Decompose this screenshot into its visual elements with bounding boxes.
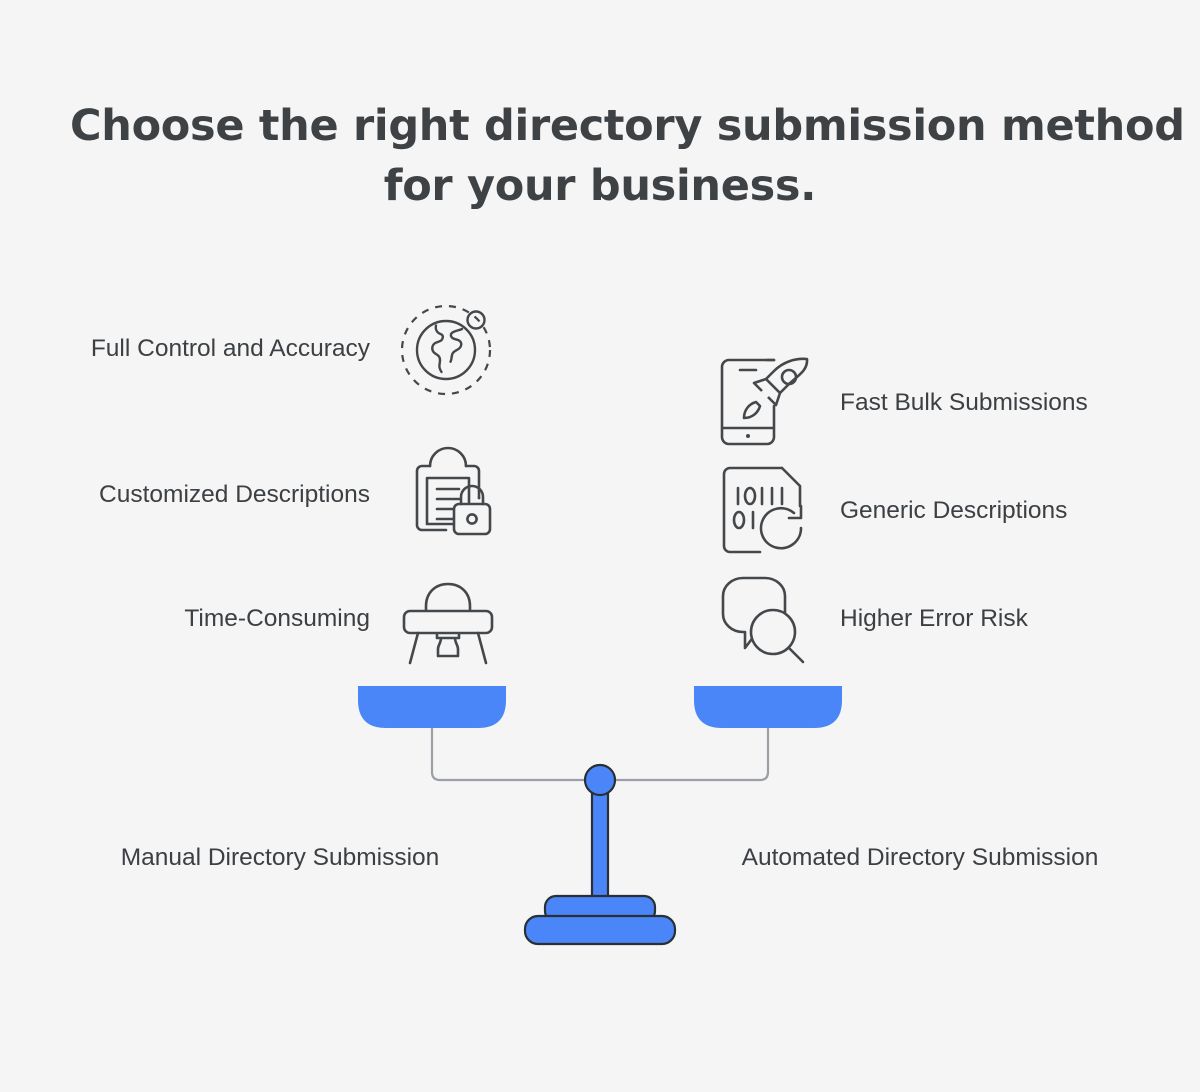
feature-item-full-control: Full Control and Accuracy [60,296,500,400]
desk-chair-icon [396,566,500,670]
feature-label: Generic Descriptions [840,496,1068,524]
feature-label: Higher Error Risk [840,604,1028,632]
feature-item-fast-bulk-submissions: Fast Bulk Submissions [712,350,1182,454]
title-line-2: for your business. [383,161,817,211]
clipboard-lock-icon [396,442,500,546]
speech-bubble-magnifier-icon [712,566,816,670]
left-pan-label: Manual Directory Submission [120,844,440,871]
title-line-1: Choose the right directory submission me… [70,101,1185,151]
balance-scale-graphic [340,676,860,951]
feature-label: Full Control and Accuracy [90,334,370,362]
globe-orbit-icon [396,296,500,400]
phone-rocket-icon [712,350,816,454]
right-pan-label: Automated Directory Submission [741,844,1099,871]
feature-item-higher-error-risk: Higher Error Risk [712,566,1182,670]
feature-item-customized-descriptions: Customized Descriptions [60,442,500,546]
page-title: Choose the right directory submission me… [0,96,1200,216]
feature-label: Time-Consuming [184,604,370,632]
feature-item-time-consuming: Time-Consuming [60,566,500,670]
feature-item-generic-descriptions: Generic Descriptions [712,458,1182,562]
feature-label: Customized Descriptions [99,480,370,508]
feature-label: Fast Bulk Submissions [840,388,1088,416]
binary-document-refresh-icon [712,458,816,562]
